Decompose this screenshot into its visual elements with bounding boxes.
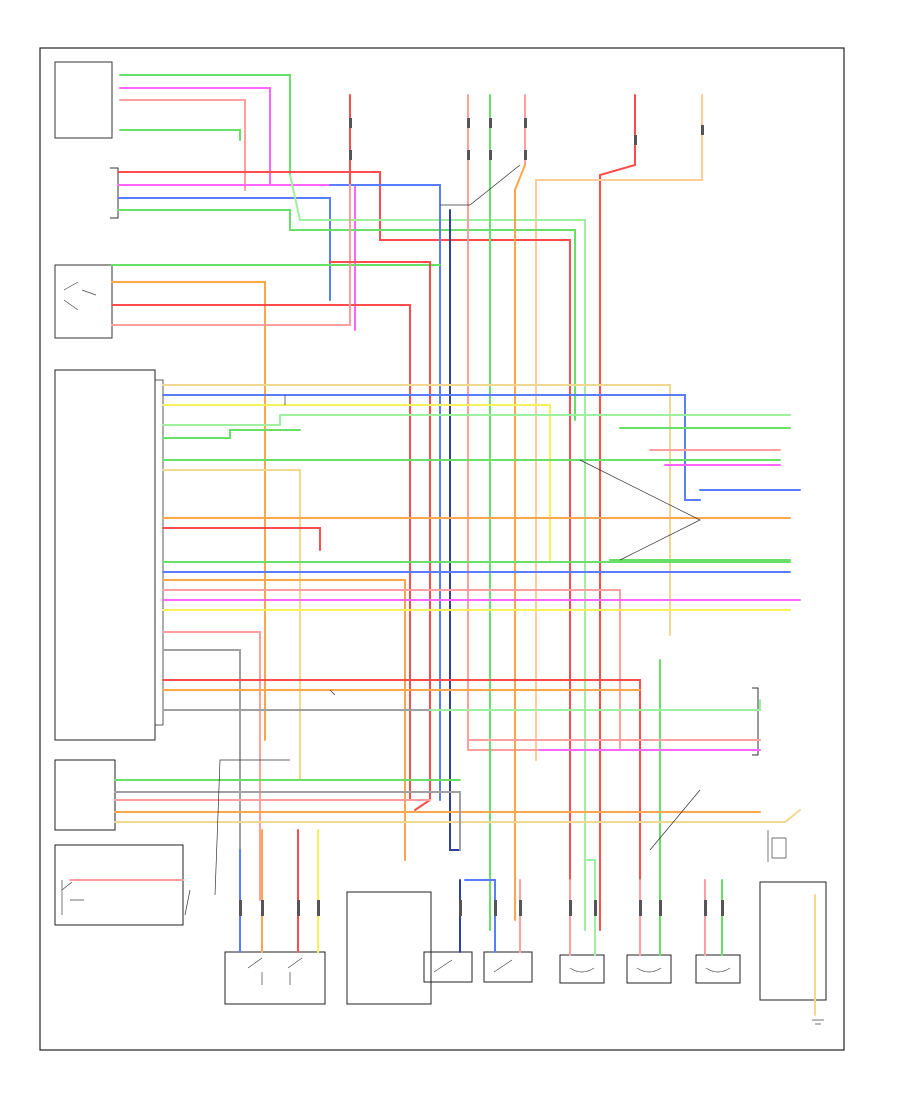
wire-red-bc [162,527,321,551]
clutch-switch-symbol [247,957,303,985]
wire-lightgreen-long [289,174,586,931]
wire-green-ec [117,209,576,421]
wire-lightgreen-bc [162,414,701,426]
pressure-switch-2-contact [493,959,513,973]
thin-lines [184,164,701,916]
wire-red-ec [117,171,571,931]
body-controller-box [54,369,156,741]
wire-green-tl-2 [119,129,241,141]
fuse-block-right [759,881,827,1001]
right-connector-bracket [752,687,759,756]
wire-peach-top [535,94,703,761]
temp-sensor-3-symbol [705,967,731,973]
wire-red-top-4 [599,94,636,931]
lower-left-module-box [54,759,116,831]
wire-green-bc [162,429,301,439]
wire-pink-tl [119,99,246,191]
wire-green-tl-1 [119,74,291,176]
wire-tan-bc-1 [162,384,671,636]
wire-blue-long [329,184,441,801]
lower-right-relay [767,830,787,862]
temp-sensor-2-symbol [636,967,662,973]
temp-sensor-2 [626,954,672,984]
wire-gray-lm [114,791,461,851]
pressure-switch-1-contact [433,959,453,973]
wire-red-low [162,679,641,931]
switch-box-left [54,264,113,339]
wire-orange-mid [162,579,406,861]
engine-controller-connector [110,167,119,219]
wire-orange-sw [111,281,266,741]
body-controller-connector [154,379,164,726]
wire-group [69,74,816,1016]
wire-gray-mid [162,649,241,901]
relay-box-left [54,844,184,926]
wire-lightgreen-right [429,699,761,711]
wire-pink-mid-2 [162,631,261,901]
pressure-switch-1 [423,951,473,983]
pressure-switch-2 [483,951,533,983]
temp-sensor-1 [559,954,605,984]
temp-sensor-1-symbol [569,967,595,973]
wire-blue-bc [162,394,701,501]
connector-pins [239,118,724,916]
compressor-clutch-box [224,951,326,1005]
ground-symbol-right [812,1019,824,1025]
wire-pink-mid [162,589,621,751]
wire-tan-lm [114,809,801,823]
wire-magenta-tl [119,87,271,186]
wire-tan-bc-2 [114,469,301,781]
top-left-module-box [54,61,113,139]
wire-orange-top [514,164,526,921]
switch-contacts [63,281,97,311]
wire-blue-bottom-2 [464,879,496,953]
relay-coil-left [61,880,84,915]
wire-pink-sw [111,184,351,326]
wire-darkblue-trunk [449,209,461,851]
center-module-box [346,891,432,1005]
wire-magenta-ec [117,184,356,331]
temp-sensor-3 [695,954,741,984]
wire-yellow-bc [162,404,551,561]
wire-red-to-pink [467,164,761,751]
wire-red-long-sw [329,261,431,811]
wire-red-sw [111,304,411,801]
wire-lightgreen-bottom [584,859,596,956]
diagram-border [39,47,845,1051]
